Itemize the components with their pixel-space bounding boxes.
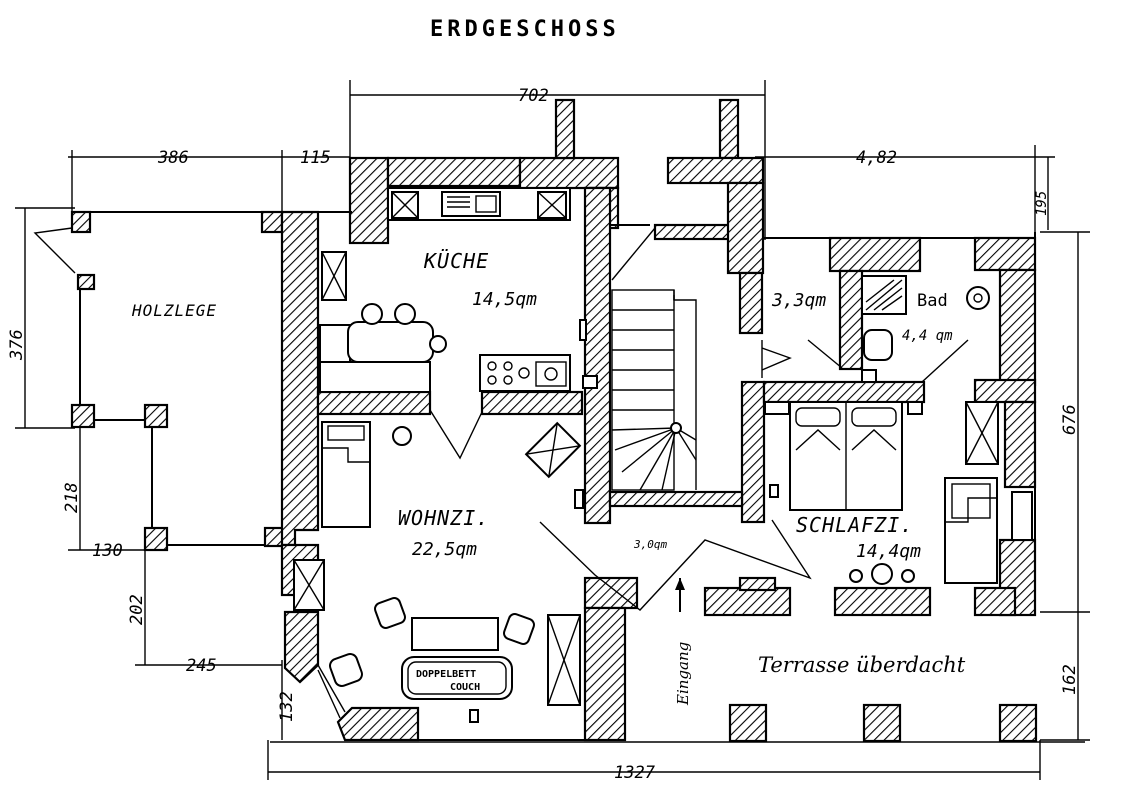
walls — [280, 98, 1038, 743]
dim-bottom-total: 1327 — [614, 763, 656, 783]
room-area-flur: 3,0qm — [633, 538, 667, 551]
room-area-bad: 4,4 qm — [902, 328, 953, 344]
dim-left-132: 132 — [277, 691, 297, 722]
couch-label-line2: COUCH — [450, 682, 480, 693]
staircase — [611, 289, 697, 491]
room-name-bad: Bad — [917, 291, 948, 311]
terrace-label: Terrasse überdacht — [758, 653, 966, 677]
dim-left-130: 130 — [92, 541, 123, 561]
holzlege-structure — [33, 210, 287, 552]
dim-right-top: 195 — [1034, 191, 1050, 216]
room-area-wc: 3,3qm — [771, 290, 826, 311]
dimension-lines — [15, 80, 1090, 780]
dim-right-main: 676 — [1060, 404, 1080, 435]
dim-top-left: 386 — [157, 148, 189, 168]
bedroom-furniture — [764, 401, 1033, 585]
room-name-kueche: KÜCHE — [423, 249, 489, 273]
room-area-wohnzimmer: 22,5qm — [412, 539, 477, 560]
dim-top-total: 702 — [518, 86, 549, 106]
bath-furniture — [861, 275, 990, 415]
couch-label-line1: DOPPELBETT — [416, 669, 476, 680]
room-name-wohnzimmer: WOHNZI. — [398, 506, 489, 530]
room-area-kueche: 14,5qm — [472, 289, 537, 310]
dim-left-main: 376 — [7, 329, 27, 361]
entrance-arrow-icon — [675, 578, 685, 612]
dim-top-mid: 115 — [300, 148, 331, 168]
door-swings — [317, 210, 1036, 741]
room-name-holzlege: HOLZLEGE — [131, 301, 217, 320]
plan-title: ERDGESCHOSS — [430, 17, 620, 42]
kitchen-furniture — [319, 187, 598, 393]
entrance-label: Eingang — [674, 642, 692, 706]
dim-left-245: 245 — [186, 656, 217, 676]
dim-left-202: 202 — [127, 594, 147, 625]
room-area-schlafzimmer: 14,4qm — [856, 541, 921, 562]
room-name-schlafzimmer: SCHLAFZI. — [796, 513, 913, 537]
dim-right-bottom: 162 — [1060, 664, 1080, 695]
living-furniture — [293, 421, 584, 723]
dim-top-right: 4,82 — [856, 148, 897, 168]
dim-left-218: 218 — [62, 482, 82, 513]
